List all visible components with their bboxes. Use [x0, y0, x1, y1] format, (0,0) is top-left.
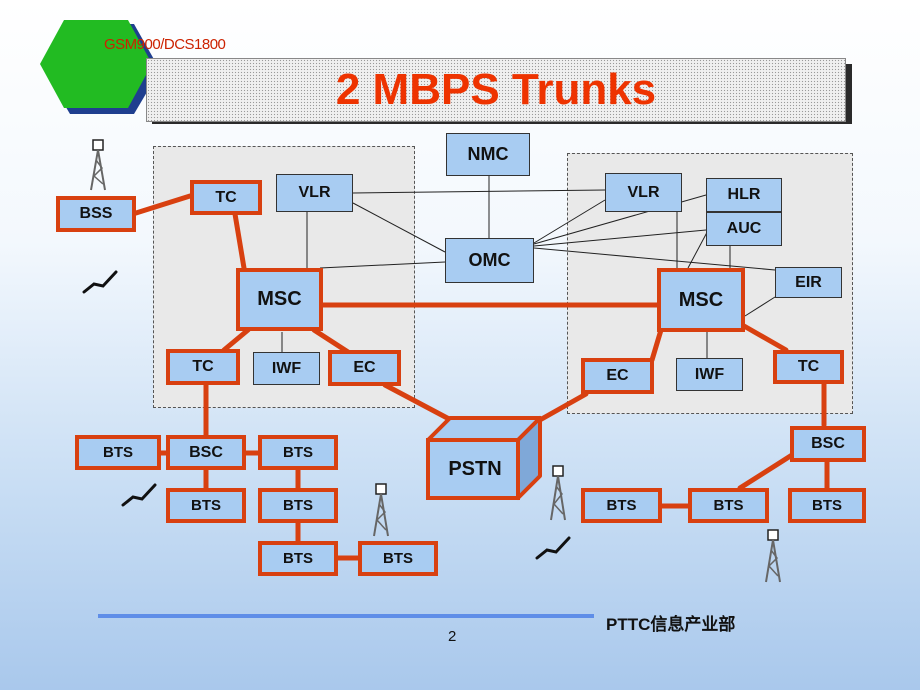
- auc-node: AUC: [706, 212, 782, 246]
- signaling-links: [281, 176, 776, 358]
- link-omc-eir: [533, 247, 776, 271]
- link-omc-auc: [533, 229, 707, 247]
- trunk-bsc-bts-r2: [737, 452, 795, 491]
- footer-divider: [98, 614, 594, 618]
- antenna-tower-icon: [550, 465, 566, 521]
- ec-right-node: EC: [581, 358, 654, 394]
- trunk-links: [133, 193, 830, 561]
- radio-link-icon: [121, 483, 157, 507]
- bts-node: BTS: [75, 435, 161, 470]
- bts-node: BTS: [788, 488, 866, 523]
- trunk-ec-msc-right: [649, 327, 664, 363]
- iwf-right-node: IWF: [676, 358, 743, 391]
- nmc-node: NMC: [446, 133, 530, 176]
- hlr-node: HLR: [706, 178, 782, 212]
- omc-node: OMC: [445, 238, 534, 283]
- bts-node: BTS: [688, 488, 769, 523]
- trunk-tc-msc: [232, 211, 247, 271]
- bts-node: BTS: [258, 488, 338, 523]
- msc-right-node: MSC: [657, 268, 745, 332]
- link-omc-vlr-right: [533, 199, 606, 244]
- vlr-left-node: VLR: [276, 174, 353, 212]
- bsc-right-node: BSC: [790, 426, 866, 462]
- eir-node: EIR: [775, 267, 842, 298]
- header-tag: GSM900/DCS1800: [104, 36, 226, 53]
- ec-left-node: EC: [328, 350, 401, 386]
- radio-link-icon: [535, 536, 571, 560]
- antenna-tower-icon: [765, 529, 781, 583]
- page-title: 2 MBPS Trunks: [335, 65, 657, 114]
- link-msc-eir: [744, 296, 776, 317]
- trunk-msc-ec: [311, 327, 351, 355]
- tc-top-left-node: TC: [190, 180, 262, 215]
- msc-left-node: MSC: [236, 268, 323, 331]
- iwf-left-node: IWF: [253, 352, 320, 385]
- vlr-right-node: VLR: [605, 173, 682, 212]
- pstn-label: PSTN: [448, 457, 502, 480]
- trunk-msc-tc: [221, 327, 251, 353]
- antenna-tower-icon: [373, 483, 389, 537]
- bts-node: BTS: [581, 488, 662, 523]
- tc-right-node: TC: [773, 350, 844, 384]
- trunk-ec-pstn: [382, 382, 454, 423]
- trunk-bss-tc: [133, 193, 193, 216]
- antenna-tower-icon: [90, 139, 106, 191]
- tc-left-node: TC: [166, 349, 240, 385]
- trunk-msc-tc-right: [741, 323, 789, 353]
- link-vlr-vlr: [352, 189, 606, 194]
- bts-node: BTS: [258, 435, 338, 470]
- link-omc-msc-left: [319, 261, 446, 269]
- pstn-cube: [426, 416, 542, 500]
- bts-node: BTS: [258, 541, 338, 576]
- bts-node: BTS: [358, 541, 438, 576]
- hexagon-logo: [40, 20, 160, 114]
- bss-node: BSS: [56, 196, 136, 232]
- title-box: 2 MBPS Trunks: [146, 58, 846, 122]
- bsc-left-node: BSC: [166, 435, 246, 470]
- page-number: 2: [448, 628, 457, 645]
- footer-org: PTTC信息产业部: [606, 615, 736, 634]
- radio-link-icon: [82, 270, 118, 294]
- bts-node: BTS: [166, 488, 246, 523]
- link-vlr-omc: [352, 202, 446, 253]
